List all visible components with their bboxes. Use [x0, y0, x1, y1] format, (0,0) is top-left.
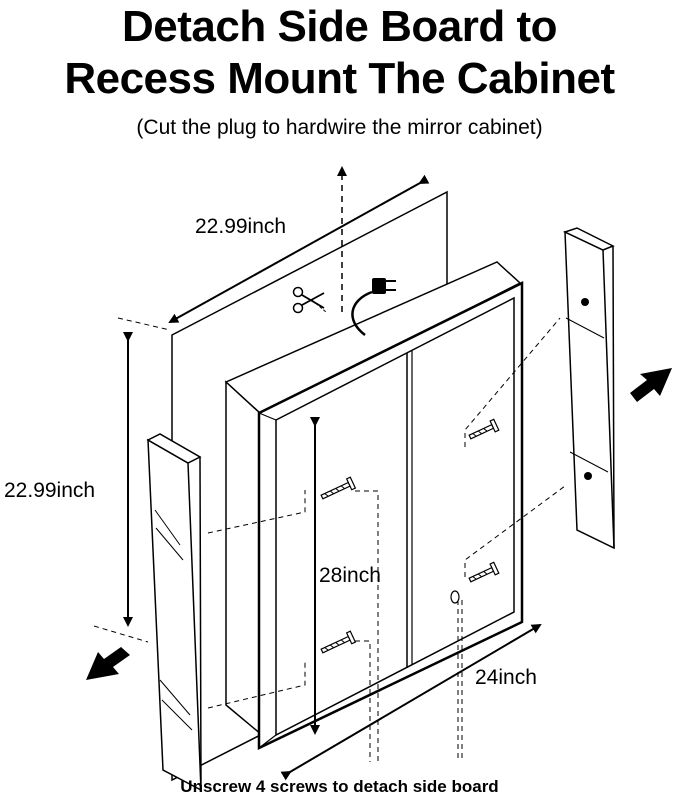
screw-icon [320, 630, 357, 654]
screw-connector [355, 490, 379, 762]
screw-connector [207, 490, 306, 534]
top-width-label: 22.99inch [195, 215, 286, 238]
mirror-glint [159, 679, 191, 716]
screw-connector [207, 660, 306, 709]
screw-icon [468, 418, 500, 440]
subtitle: (Cut the plug to hardwire the mirror cab… [136, 116, 543, 139]
screw-hole [584, 472, 592, 480]
recess-box-side [225, 380, 263, 737]
screw-hole [581, 298, 589, 306]
right-side-board-line [569, 451, 609, 473]
dimension-guide [117, 317, 171, 331]
screw-icon [468, 561, 500, 583]
bottom-width-arrow [280, 623, 542, 781]
screw-connector [355, 640, 371, 762]
left-side-board-edge [199, 456, 202, 791]
top-width-arrow [168, 174, 430, 323]
arrow-icon [86, 647, 130, 680]
mirror-glint [155, 527, 184, 561]
title-line-1: Detach Side Board to [122, 2, 557, 51]
scissors-icon [292, 286, 327, 314]
right-side-board-line [565, 317, 605, 339]
inner-height-label: 28inch [319, 564, 381, 587]
cabinet-frame-edge [258, 734, 277, 749]
power-plug-icon [351, 278, 396, 336]
mirror-glint [161, 699, 193, 731]
right-side-board-edge [612, 245, 615, 549]
cabinet-frame-edge [258, 412, 277, 421]
bottom-width-label: 24inch [475, 666, 537, 689]
screw-icon [320, 476, 357, 500]
screw-connector [464, 485, 566, 577]
dimension-guide [93, 625, 149, 643]
left-height-label: 22.99inch [4, 479, 95, 502]
title-line-2: Recess Mount The Cabinet [64, 54, 615, 103]
footer-note: Unscrew 4 screws to detach side board [180, 777, 499, 796]
right-side-board-front [564, 230, 615, 550]
cabinet-knob [450, 590, 460, 604]
arrow-icon [630, 368, 672, 402]
mirror-glint [154, 509, 181, 546]
